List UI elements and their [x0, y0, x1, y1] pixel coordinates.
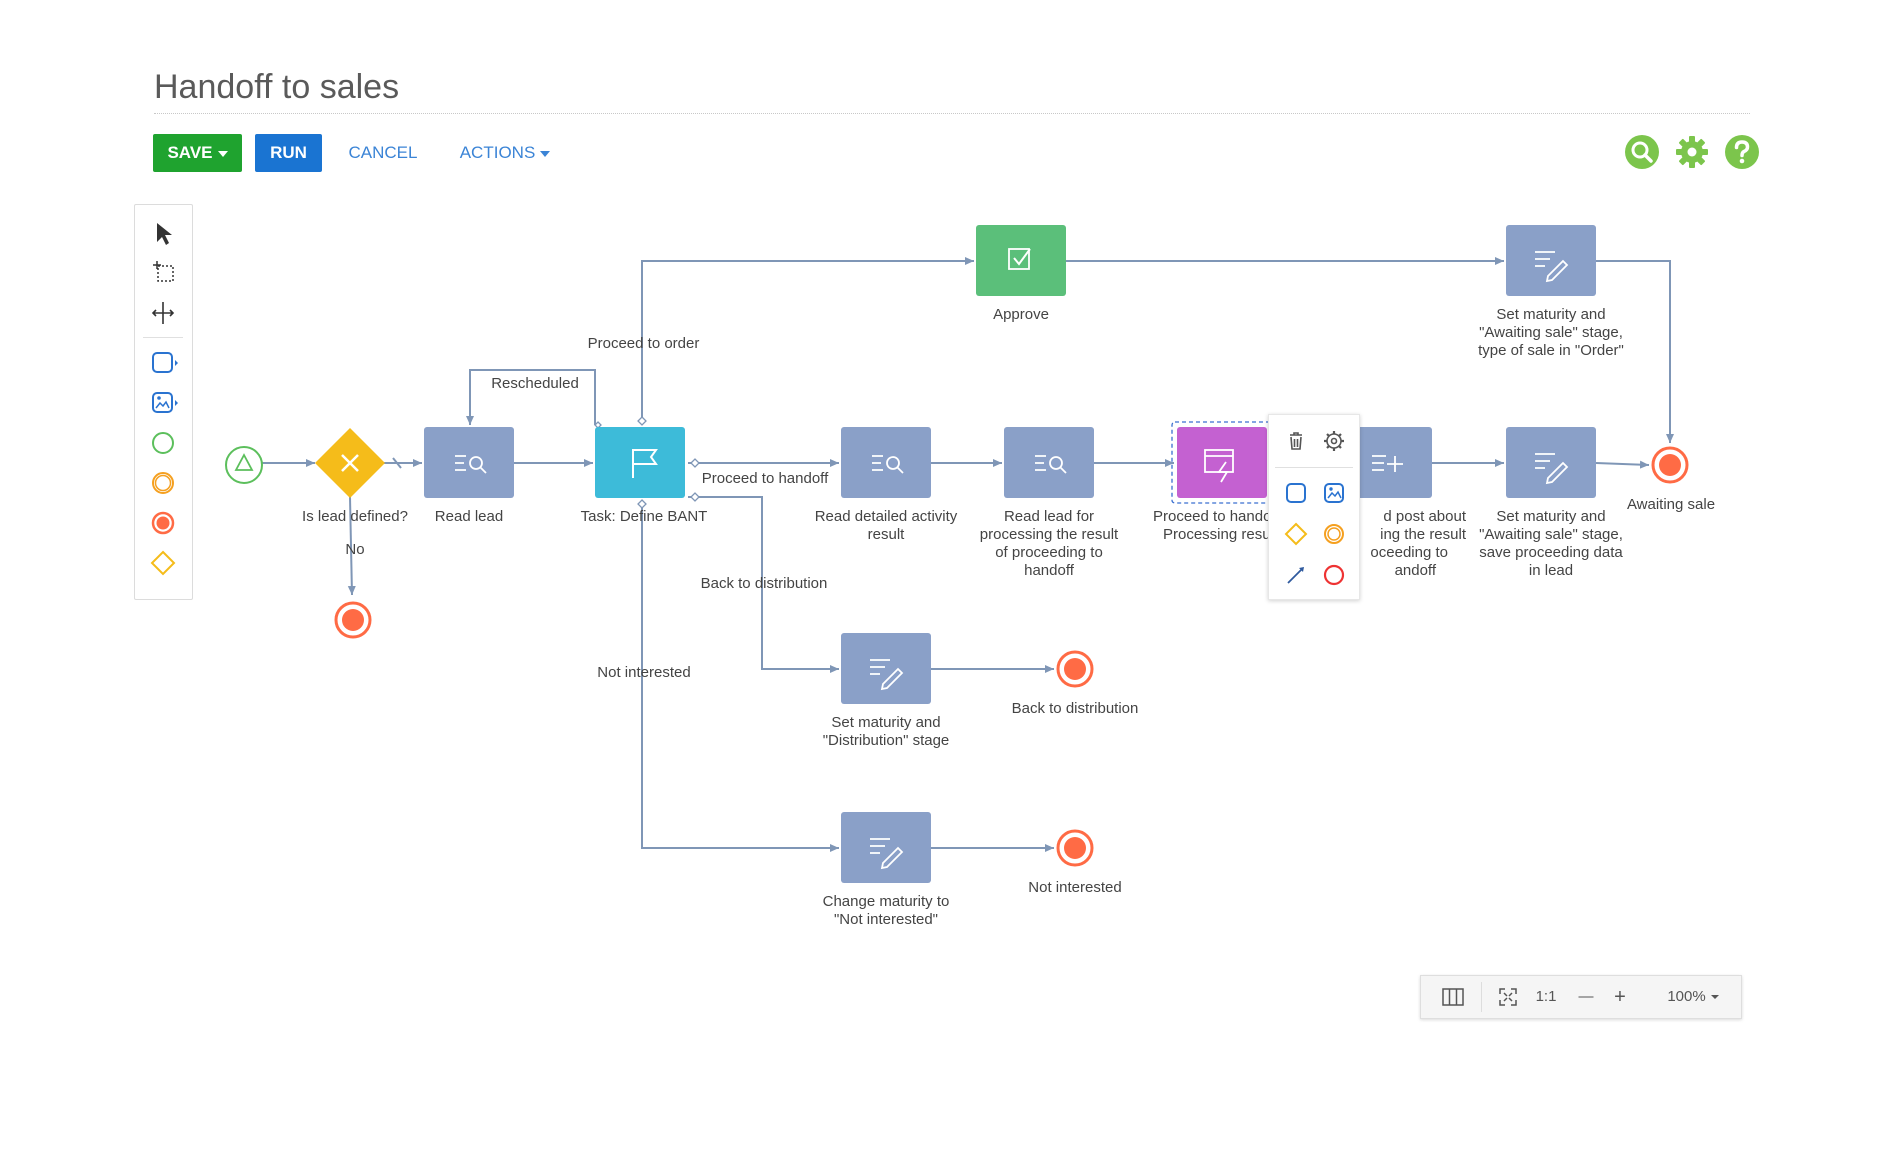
start-event[interactable] — [225, 446, 263, 484]
actions-button[interactable]: ACTIONS — [455, 134, 555, 172]
task-set-maturity-order[interactable] — [1506, 225, 1596, 296]
space-tool-icon[interactable] — [145, 297, 181, 329]
default-flow-marker — [392, 457, 402, 469]
gear-icon[interactable] — [1674, 134, 1710, 170]
fit-to-screen-icon[interactable] — [1495, 984, 1521, 1010]
pointer-tool-icon[interactable] — [145, 217, 181, 249]
define-bant-label: Task: Define BANT — [580, 508, 708, 525]
end-event-awaiting-sale[interactable] — [1651, 446, 1689, 484]
zoom-in-button[interactable]: + — [1614, 986, 1626, 1008]
context-menu-divider — [1275, 467, 1353, 468]
task-element-icon[interactable] — [145, 347, 181, 379]
approve-label: Approve — [993, 306, 1049, 323]
title-divider — [154, 113, 1750, 114]
zoom-level-value: 100% — [1667, 988, 1706, 1005]
flow-proceed-to-order[interactable] — [641, 257, 974, 425]
flow-back-distribution-label: Back to distribution — [700, 575, 828, 592]
end-event-element-icon[interactable] — [145, 507, 181, 539]
minimap-icon[interactable] — [1439, 983, 1467, 1011]
task-element-icon[interactable] — [1281, 478, 1311, 508]
chevron-down-icon — [1710, 995, 1719, 1000]
set-distribution-label: Set maturity and"Distribution" stage — [822, 714, 950, 749]
intermediate-event-element-icon[interactable] — [145, 467, 181, 499]
chevron-down-icon — [540, 150, 551, 157]
flow-rescheduled[interactable] — [466, 369, 596, 425]
zoom-reset-button[interactable]: 1:1 — [1535, 988, 1557, 1005]
flow-rescheduled-label: Rescheduled — [491, 375, 579, 392]
flow-proceed-order-label: Proceed to order — [587, 335, 700, 352]
flow-back-to-distribution[interactable] — [688, 496, 839, 673]
task-read-activity[interactable] — [841, 427, 931, 498]
end-event-element-icon[interactable] — [1319, 560, 1349, 590]
awaiting-sale-label: Awaiting sale — [1626, 496, 1716, 513]
lasso-tool-icon[interactable] — [145, 257, 181, 289]
save-label: SAVE — [167, 143, 213, 162]
gateway-label: Is lead defined? — [302, 508, 408, 525]
help-icon[interactable] — [1724, 134, 1760, 170]
back-to-distribution-label: Back to distribution — [1011, 700, 1139, 717]
set-maturity-lead-label: Set maturity and"Awaiting sale" stage,sa… — [1479, 508, 1623, 579]
flow-no[interactable] — [347, 496, 356, 596]
task-read-for-processing[interactable] — [1004, 427, 1094, 498]
zoom-level-select[interactable]: 100% — [1653, 976, 1733, 1018]
start-event-element-icon[interactable] — [145, 427, 181, 459]
task-set-maturity-lead[interactable] — [1506, 427, 1596, 498]
chevron-down-icon — [217, 150, 228, 157]
subprocess-element-icon[interactable] — [145, 387, 181, 419]
palette-divider — [143, 337, 183, 338]
zoom-divider — [1481, 982, 1482, 1012]
gateway-element-icon[interactable] — [1281, 519, 1311, 549]
not-interested-end-label: Not interested — [1028, 879, 1122, 896]
element-palette — [134, 204, 193, 600]
task-read-lead[interactable] — [424, 427, 514, 498]
connector-element-icon[interactable] — [1281, 560, 1311, 590]
zoom-toolbar: 1:1 — + 100% — [1420, 975, 1742, 1019]
element-context-menu — [1268, 414, 1360, 600]
end-event-no[interactable] — [334, 601, 372, 639]
delete-icon[interactable] — [1281, 426, 1311, 456]
run-button[interactable]: RUN — [255, 134, 322, 172]
task-change-not-interested[interactable] — [841, 812, 931, 883]
end-event-not-interested[interactable] — [1056, 829, 1094, 867]
search-icon[interactable] — [1624, 134, 1660, 170]
gateway-element-icon[interactable] — [145, 547, 181, 579]
flow-no-label: No — [345, 541, 365, 558]
zoom-out-button[interactable]: — — [1578, 988, 1594, 1005]
set-maturity-order-label: Set maturity and"Awaiting sale" stage,ty… — [1478, 306, 1624, 359]
flow-set-maturity-to-end[interactable] — [1595, 460, 1650, 469]
change-not-interested-label: Change maturity to"Not interested" — [822, 893, 950, 928]
page-title: Handoff to sales — [154, 68, 400, 106]
save-button[interactable]: SAVE — [153, 134, 242, 172]
actions-label: ACTIONS — [459, 143, 536, 162]
flow-not-interested[interactable] — [641, 500, 839, 852]
task-approve[interactable] — [976, 225, 1066, 296]
flow-not-interested-label: Not interested — [597, 664, 691, 681]
read-lead-label: Read lead — [434, 508, 504, 525]
intermediate-event-element-icon[interactable] — [1319, 519, 1349, 549]
cancel-button[interactable]: CANCEL — [348, 143, 418, 162]
subprocess-element-icon[interactable] — [1319, 478, 1349, 508]
task-define-bant[interactable] — [595, 427, 685, 498]
flow-order-to-end[interactable] — [1596, 260, 1674, 443]
task-feed-post[interactable] — [1342, 427, 1432, 498]
flow-proceed-handoff-label: Proceed to handoff — [701, 470, 829, 487]
task-proceed-to-handoff-processing[interactable] — [1171, 421, 1273, 504]
task-set-distribution[interactable] — [841, 633, 931, 704]
end-event-back-to-distribution[interactable] — [1056, 650, 1094, 688]
settings-icon[interactable] — [1319, 426, 1349, 456]
exclusive-gateway[interactable] — [315, 428, 385, 498]
